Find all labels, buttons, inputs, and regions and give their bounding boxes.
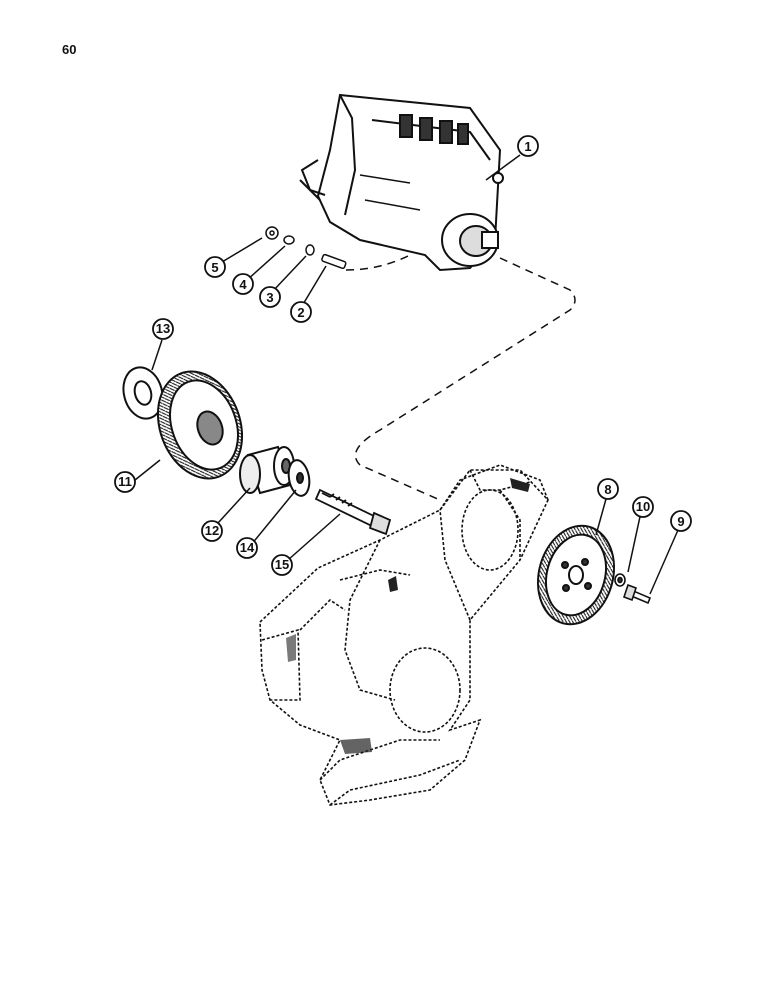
washer-3 [305, 244, 315, 256]
bushing-illustration [239, 445, 295, 495]
svg-text:8: 8 [604, 482, 611, 497]
svg-text:1: 1 [524, 139, 531, 154]
leader-lines [134, 154, 679, 595]
svg-text:9: 9 [677, 514, 684, 529]
callout-2: 2 [290, 301, 312, 323]
callout-14: 14 [236, 537, 258, 559]
callout-12: 12 [201, 520, 223, 542]
svg-text:13: 13 [156, 321, 170, 336]
lockwasher-4 [283, 235, 295, 245]
callout-13: 13 [152, 318, 174, 340]
callout-4: 4 [232, 273, 254, 295]
thrust-washer-illustration [122, 366, 164, 420]
housing-shading [286, 478, 530, 754]
callout-15: 15 [271, 554, 293, 576]
bolt-illustration [314, 488, 392, 536]
callout-3: 3 [259, 286, 281, 308]
svg-text:3: 3 [266, 290, 273, 305]
small-parts-illustration [265, 226, 347, 270]
callout-8: 8 [597, 478, 619, 500]
callout-5: 5 [204, 256, 226, 278]
key-2 [321, 253, 347, 270]
callout-9: 9 [670, 510, 692, 532]
callout-11: 11 [114, 471, 136, 493]
callout-1: 1 [517, 135, 539, 157]
svg-text:11: 11 [118, 474, 132, 489]
svg-text:14: 14 [240, 540, 255, 555]
idler-gear-illustration [156, 370, 244, 480]
alignment-dashed-line [345, 254, 576, 501]
pump-gear-illustration [536, 524, 616, 626]
svg-text:10: 10 [636, 499, 650, 514]
injection-pump-illustration [299, 93, 504, 272]
callout-10: 10 [632, 496, 654, 518]
svg-text:2: 2 [297, 305, 304, 320]
svg-text:15: 15 [275, 557, 289, 572]
washer-illustration [287, 459, 311, 497]
svg-text:5: 5 [211, 260, 218, 275]
page-number: 60 [62, 42, 77, 57]
svg-text:4: 4 [239, 277, 247, 292]
gear-fastener-illustration [614, 573, 652, 605]
gear-housing-illustration [259, 464, 549, 806]
svg-text:12: 12 [205, 523, 219, 538]
